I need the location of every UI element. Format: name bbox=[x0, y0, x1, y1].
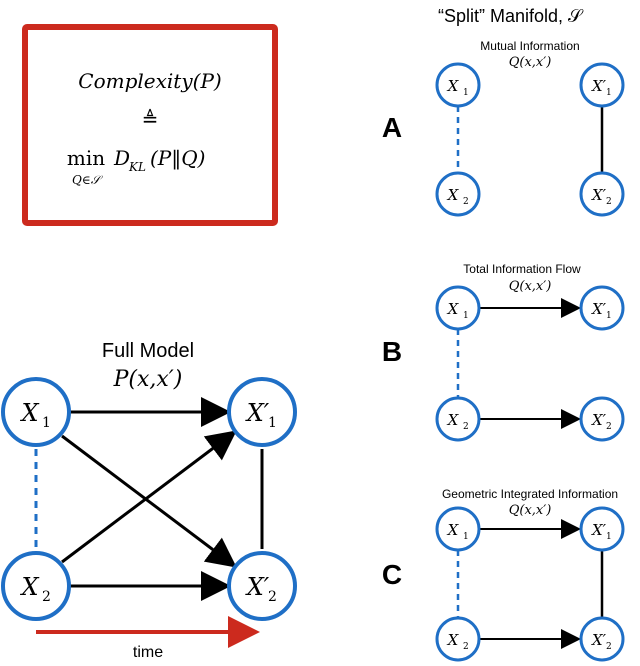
svg-text:1: 1 bbox=[606, 311, 612, 321]
svg-text:X: X bbox=[19, 399, 39, 427]
svg-text:X: X bbox=[447, 77, 460, 95]
svg-text:X′: X′ bbox=[591, 186, 607, 204]
dkl-subscript: KL bbox=[128, 160, 146, 174]
full-model-node-x2: X 2 bbox=[1, 551, 71, 621]
full-model-arrow-x1-x2p bbox=[61, 434, 237, 568]
svg-text:2: 2 bbox=[606, 422, 612, 432]
panel-c: C Geometric Integrated Information Q(x,x… bbox=[382, 487, 625, 662]
panel-a-node-x1-prime: X′ 1 bbox=[579, 62, 625, 108]
panel-b-title: Total Information Flow bbox=[463, 262, 581, 276]
panel-c-title: Geometric Integrated Information bbox=[442, 487, 618, 501]
panel-c-node-x1-prime: X′ 1 bbox=[579, 506, 625, 552]
complexity-line: Complexity(P) bbox=[78, 69, 221, 93]
svg-text:1: 1 bbox=[463, 88, 469, 98]
full-model-node-x1-prime: X′ 1 bbox=[227, 377, 297, 447]
dkl-symbol: D bbox=[113, 146, 130, 170]
svg-text:X: X bbox=[447, 631, 460, 649]
svg-text:X′: X′ bbox=[591, 411, 607, 429]
svg-text:1: 1 bbox=[42, 415, 51, 431]
svg-text:1: 1 bbox=[606, 88, 612, 98]
panel-a-letter: A bbox=[382, 112, 402, 143]
svg-text:X′: X′ bbox=[591, 521, 607, 539]
svg-text:X′: X′ bbox=[591, 300, 607, 318]
full-model-node-x2-prime: X′ 2 bbox=[227, 551, 297, 621]
svg-text:X: X bbox=[447, 411, 460, 429]
svg-text:X′: X′ bbox=[591, 631, 607, 649]
panel-c-node-x1: X 1 bbox=[435, 506, 481, 552]
svg-text:1: 1 bbox=[268, 415, 277, 431]
split-manifold-title: “Split” Manifold, 𝒮 bbox=[438, 6, 584, 26]
svg-text:1: 1 bbox=[606, 532, 612, 542]
panel-b-node-x2: X 2 bbox=[435, 396, 481, 442]
svg-text:2: 2 bbox=[463, 422, 469, 432]
panel-c-letter: C bbox=[382, 559, 402, 590]
panel-b-letter: B bbox=[382, 336, 402, 367]
panel-b-node-x1: X 1 bbox=[435, 285, 481, 331]
svg-text:2: 2 bbox=[268, 589, 277, 605]
defined-as-symbol: ≜ bbox=[142, 107, 159, 131]
min-subscript: Q∈𝒮 bbox=[72, 173, 104, 187]
svg-text:1: 1 bbox=[463, 311, 469, 321]
panel-b-node-x1-prime: X′ 1 bbox=[579, 285, 625, 331]
svg-text:X: X bbox=[19, 573, 39, 601]
svg-text:2: 2 bbox=[606, 642, 612, 652]
full-model-node-x1: X 1 bbox=[1, 377, 71, 447]
panel-c-q: Q(x,x′) bbox=[509, 503, 552, 518]
svg-text:1: 1 bbox=[463, 532, 469, 542]
min-operator: min bbox=[67, 146, 105, 170]
panel-c-node-x2: X 2 bbox=[435, 616, 481, 662]
svg-text:X′: X′ bbox=[591, 77, 607, 95]
full-model: Full Model P(x,x′) X 1 X 2 X′ 1 X′ 2 bbox=[1, 340, 297, 661]
svg-text:X: X bbox=[447, 521, 460, 539]
svg-text:X: X bbox=[447, 300, 460, 318]
panel-b: B Total Information Flow Q(x,x′) X 1 X 2… bbox=[382, 262, 625, 442]
full-model-p: P(x,x′) bbox=[113, 367, 183, 392]
full-model-arrow-x2-x1p bbox=[61, 430, 237, 564]
panel-a: A Mutual Information Q(x,x′) X 1 X 2 X′ … bbox=[382, 39, 625, 217]
svg-text:2: 2 bbox=[606, 197, 612, 207]
panel-a-node-x1: X 1 bbox=[435, 62, 481, 108]
svg-text:2: 2 bbox=[463, 197, 469, 207]
panel-b-q: Q(x,x′) bbox=[509, 279, 552, 294]
svg-text:2: 2 bbox=[463, 642, 469, 652]
svg-text:X′: X′ bbox=[245, 573, 270, 601]
panel-a-q: Q(x,x′) bbox=[509, 55, 552, 70]
full-model-title: Full Model bbox=[102, 340, 194, 362]
definition-box: Complexity(P) ≜ min Q∈𝒮 D KL (P‖Q) bbox=[22, 24, 278, 226]
svg-text:2: 2 bbox=[42, 589, 51, 605]
dkl-args: (P‖Q) bbox=[150, 146, 205, 171]
time-label: time bbox=[133, 644, 163, 661]
svg-text:X: X bbox=[447, 186, 460, 204]
panel-a-node-x2-prime: X′ 2 bbox=[579, 171, 625, 217]
panel-c-node-x2-prime: X′ 2 bbox=[579, 616, 625, 662]
panel-a-title: Mutual Information bbox=[480, 39, 579, 53]
panel-b-node-x2-prime: X′ 2 bbox=[579, 396, 625, 442]
panel-a-node-x2: X 2 bbox=[435, 171, 481, 217]
svg-text:X′: X′ bbox=[245, 399, 270, 427]
